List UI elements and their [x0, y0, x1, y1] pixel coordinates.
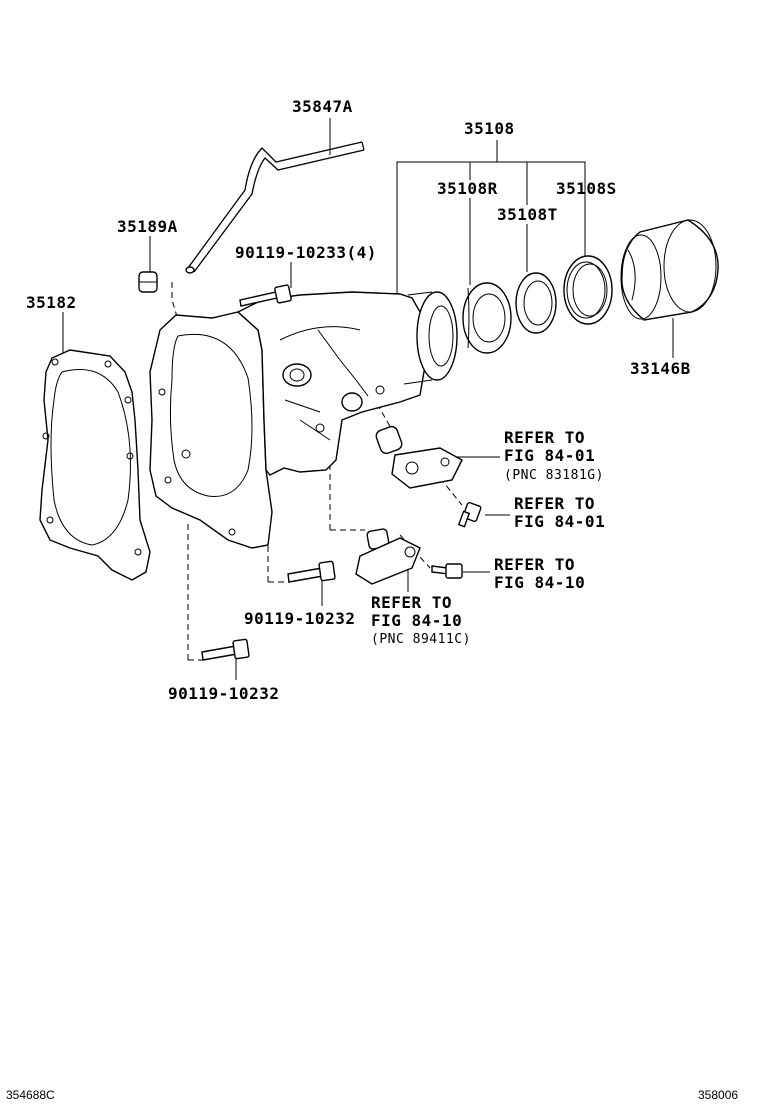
plug-35189A [138, 271, 158, 293]
refer-r3-line2: FIG 84-10 [494, 573, 586, 592]
refer-r1-line3: (PNC 83181G) [504, 468, 604, 483]
refer-r4-line3: (PNC 89411C) [371, 632, 471, 647]
refer-r1-line1: REFER TO [504, 428, 586, 447]
refer-r1-line2: FIG 84-01 [504, 446, 596, 465]
bolt-refer-84-01 [457, 501, 482, 528]
seal-35108S [563, 255, 613, 325]
label-90119-10232-upper: 90119-10232 [244, 609, 356, 628]
bolt-90119-10232-upper [287, 560, 336, 583]
bolt-90119-10232-lower [201, 638, 250, 661]
refer-r2-line2: FIG 84-01 [514, 512, 606, 531]
leader-lines [62, 118, 674, 680]
extension-housing-35108 [149, 291, 458, 549]
footer-right-code: 358006 [698, 1088, 739, 1102]
refer-r2-line1: REFER TO [514, 494, 596, 513]
label-35108: 35108 [464, 119, 515, 138]
gasket-35182 [39, 349, 151, 581]
label-35182: 35182 [26, 293, 77, 312]
speed-sensor-83181G [375, 425, 463, 489]
label-90119-10232-lower: 90119-10232 [168, 684, 280, 703]
label-35108R: 35108R [437, 179, 498, 198]
dust-deflector-33146B [620, 219, 719, 321]
speed-sensor-89411C [355, 528, 421, 585]
breather-tube-35847A [185, 141, 365, 274]
bolt-90119-10233 [239, 284, 292, 307]
oil-seal-35108R [462, 282, 512, 354]
label-90119-10233: 90119-10233(4) [235, 243, 377, 262]
label-35847A: 35847A [292, 97, 353, 116]
bolt-refer-84-10 [431, 563, 463, 579]
refer-r4-line2: FIG 84-10 [371, 611, 463, 630]
label-35108S: 35108S [556, 179, 617, 198]
label-35108T: 35108T [497, 205, 558, 224]
refer-r3-line1: REFER TO [494, 555, 576, 574]
label-35189A: 35189A [117, 217, 178, 236]
footer-left-code: 354688C [6, 1088, 55, 1102]
bushing-35108T [515, 272, 557, 334]
refer-r4-line1: REFER TO [371, 593, 453, 612]
label-33146B: 33146B [630, 359, 691, 378]
